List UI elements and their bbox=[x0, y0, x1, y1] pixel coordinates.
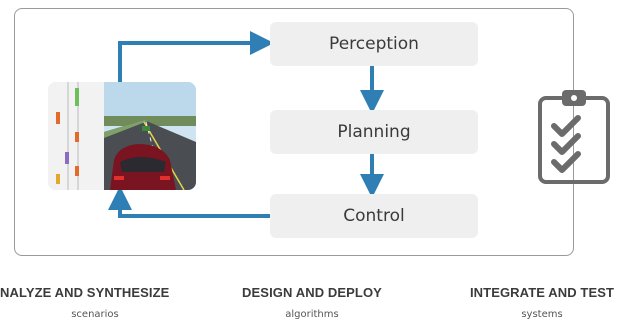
caption-title: INTEGRATE AND TEST bbox=[469, 285, 615, 300]
perception-label: Perception bbox=[329, 34, 419, 54]
road-view bbox=[104, 82, 196, 190]
control-label: Control bbox=[343, 206, 405, 226]
arrow-sim-to-perception bbox=[118, 31, 274, 82]
planning-box: Planning bbox=[270, 110, 478, 154]
clipboard-checklist-icon bbox=[538, 88, 610, 184]
control-box: Control bbox=[270, 194, 478, 238]
caption-title: DESIGN AND DEPLOY bbox=[242, 285, 382, 300]
arrow-control-to-sim bbox=[108, 186, 270, 218]
caption-design: DESIGN AND DEPLOY algorithms bbox=[232, 285, 392, 320]
planning-label: Planning bbox=[337, 122, 411, 142]
caption-title: NALYZE AND SYNTHESIZE bbox=[0, 285, 170, 300]
scenario-timeline-strip bbox=[48, 82, 104, 190]
caption-subtitle: algorithms bbox=[285, 309, 339, 320]
driving-simulation-image bbox=[48, 82, 196, 190]
caption-analyze: NALYZE AND SYNTHESIZE scenarios bbox=[0, 285, 190, 320]
caption-integrate: INTEGRATE AND TEST systems bbox=[462, 285, 622, 320]
caption-subtitle: systems bbox=[521, 309, 563, 320]
perception-box: Perception bbox=[270, 22, 478, 66]
caption-subtitle: scenarios bbox=[71, 309, 119, 320]
